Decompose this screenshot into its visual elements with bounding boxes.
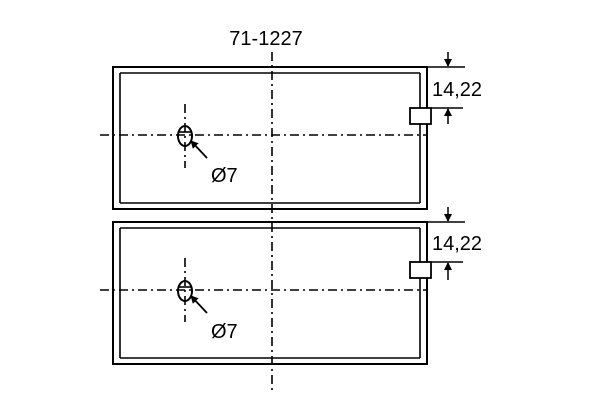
dimension-label: 14,22	[432, 79, 482, 101]
bearing-shell-bottom: Ø7 14,22	[100, 207, 482, 365]
hole-leader-arrow	[190, 140, 208, 159]
bearing-shell-top: Ø7 14,22	[100, 52, 482, 210]
dimension-label: 14,22	[432, 233, 482, 255]
hole-diameter-label: Ø7	[211, 321, 238, 343]
oil-hole	[177, 280, 193, 302]
hole-diameter-label: Ø7	[211, 165, 238, 187]
locating-lug	[409, 107, 432, 125]
hole-leader-arrow	[190, 295, 208, 314]
shell-outline	[112, 221, 428, 365]
shell-outline	[112, 66, 428, 210]
oil-hole	[177, 125, 193, 147]
part-number: 71-1227	[229, 28, 302, 50]
locating-lug	[409, 261, 432, 279]
